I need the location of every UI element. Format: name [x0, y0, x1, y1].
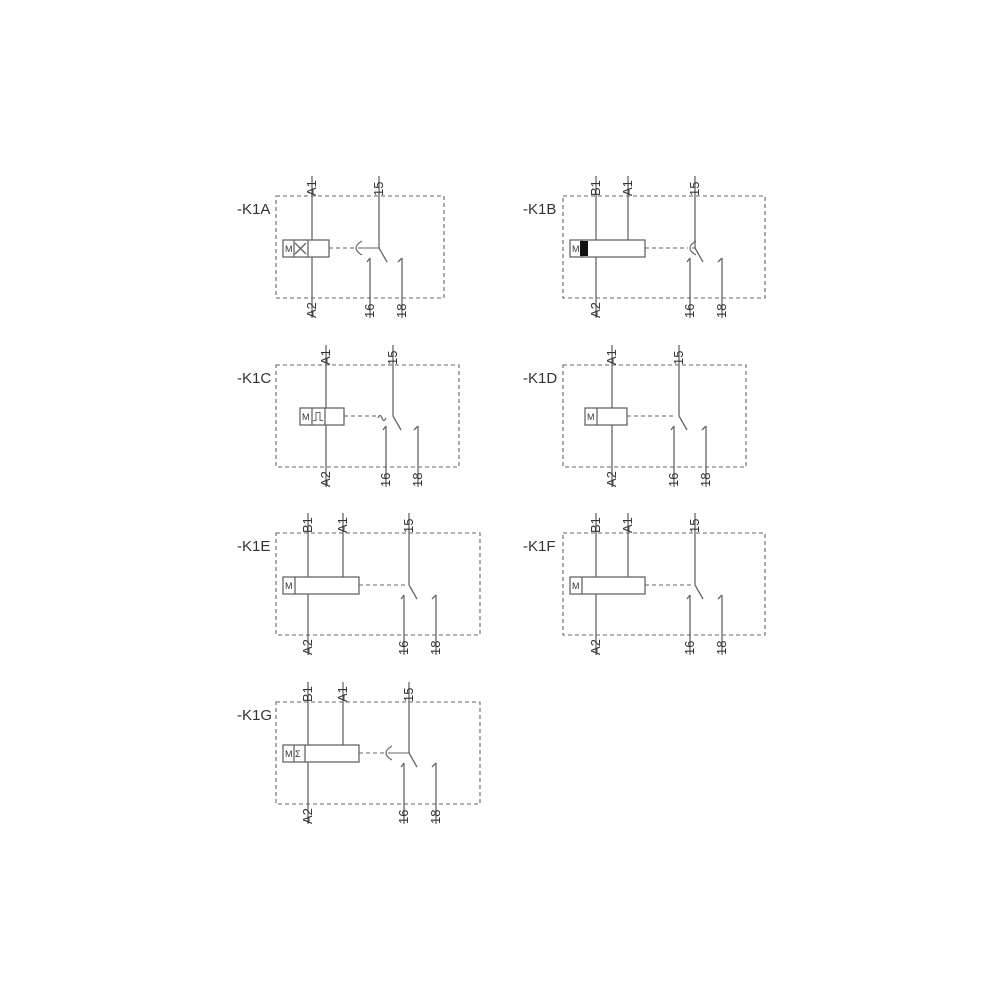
coil-mark-m: M [285, 244, 293, 254]
terminal-label: 16 [396, 641, 411, 655]
contact-stop [431, 594, 437, 600]
terminal-label: A1 [604, 349, 619, 365]
tilde-symbol [377, 414, 387, 422]
relay-label: -K1C [237, 370, 271, 387]
terminal-label: 18 [714, 304, 729, 318]
terminal-label: A1 [304, 180, 319, 196]
terminal-label: A2 [604, 471, 619, 487]
relay-label: -K1F [523, 538, 556, 555]
terminal-label: 15 [671, 351, 686, 365]
contact-blade [378, 247, 388, 263]
terminal-label: 18 [428, 641, 443, 655]
terminal-label: B1 [300, 517, 315, 533]
contact-stop [701, 425, 707, 431]
coil-mark-m: M [572, 581, 580, 591]
relay-enclosure [562, 532, 766, 636]
contact-blade [694, 247, 704, 263]
terminal-label: 15 [401, 519, 416, 533]
contact-blade [694, 584, 704, 600]
terminal-label: A2 [588, 302, 603, 318]
contact-blade [408, 752, 418, 768]
coil-mark-m: M [302, 412, 310, 422]
delay-cup-symbol [385, 745, 393, 761]
contact-blade [408, 584, 418, 600]
relay-enclosure [275, 195, 445, 299]
terminal-label: A1 [335, 517, 350, 533]
relay-enclosure [562, 195, 766, 299]
relay-enclosure [275, 364, 460, 468]
terminal-label: A2 [318, 471, 333, 487]
coil-mark-m: M [285, 749, 293, 759]
relay-enclosure [275, 532, 481, 636]
contact-stop [717, 594, 723, 600]
terminal-label: A2 [300, 639, 315, 655]
relay-label: -K1G [237, 707, 272, 724]
relay-enclosure [562, 364, 747, 468]
contact-stop [413, 425, 419, 431]
delay-cup-symbol [689, 240, 697, 256]
terminal-label: 15 [401, 688, 416, 702]
coil-mark-m: M [572, 244, 580, 254]
terminal-label: A1 [620, 180, 635, 196]
terminal-label: A2 [588, 639, 603, 655]
coil-pulse-mark [313, 412, 323, 421]
terminal-label: 18 [428, 810, 443, 824]
coil-mark-m: M [587, 412, 595, 422]
coil-mark-m: M [285, 581, 293, 591]
terminal-label: 18 [410, 473, 425, 487]
terminal-label: B1 [300, 686, 315, 702]
terminal-label: B1 [588, 180, 603, 196]
terminal-label: 18 [394, 304, 409, 318]
terminal-label: 18 [698, 473, 713, 487]
terminal-label: A1 [318, 349, 333, 365]
relay-label: -K1D [523, 370, 557, 387]
terminal-label: 15 [371, 182, 386, 196]
terminal-label: 16 [682, 641, 697, 655]
terminal-label: A1 [335, 686, 350, 702]
terminal-label: 16 [362, 304, 377, 318]
coil-symbol [569, 576, 646, 595]
terminal-label: 18 [714, 641, 729, 655]
terminal-label: 16 [682, 304, 697, 318]
contact-stop [431, 762, 437, 768]
terminal-label: 15 [687, 519, 702, 533]
contact-blade [678, 415, 688, 431]
terminal-label: 16 [666, 473, 681, 487]
terminal-label: 15 [687, 182, 702, 196]
coil-black-block [580, 241, 588, 256]
terminal-label: 16 [378, 473, 393, 487]
delay-cup-symbol [355, 240, 363, 256]
coil-cross-line [294, 242, 307, 255]
terminal-label: A1 [620, 517, 635, 533]
relay-enclosure [275, 701, 481, 805]
terminal-label: B1 [588, 517, 603, 533]
contact-blade [392, 415, 402, 431]
relay-label: -K1A [237, 201, 270, 218]
terminal-label: 15 [385, 351, 400, 365]
relay-label: -K1B [523, 201, 556, 218]
terminal-label: A2 [304, 302, 319, 318]
contact-stop [397, 257, 403, 263]
relay-label: -K1E [237, 538, 270, 555]
contact-stop [717, 257, 723, 263]
coil-mark-sigma: Σ [295, 749, 301, 759]
terminal-label: 16 [396, 810, 411, 824]
terminal-label: A2 [300, 808, 315, 824]
